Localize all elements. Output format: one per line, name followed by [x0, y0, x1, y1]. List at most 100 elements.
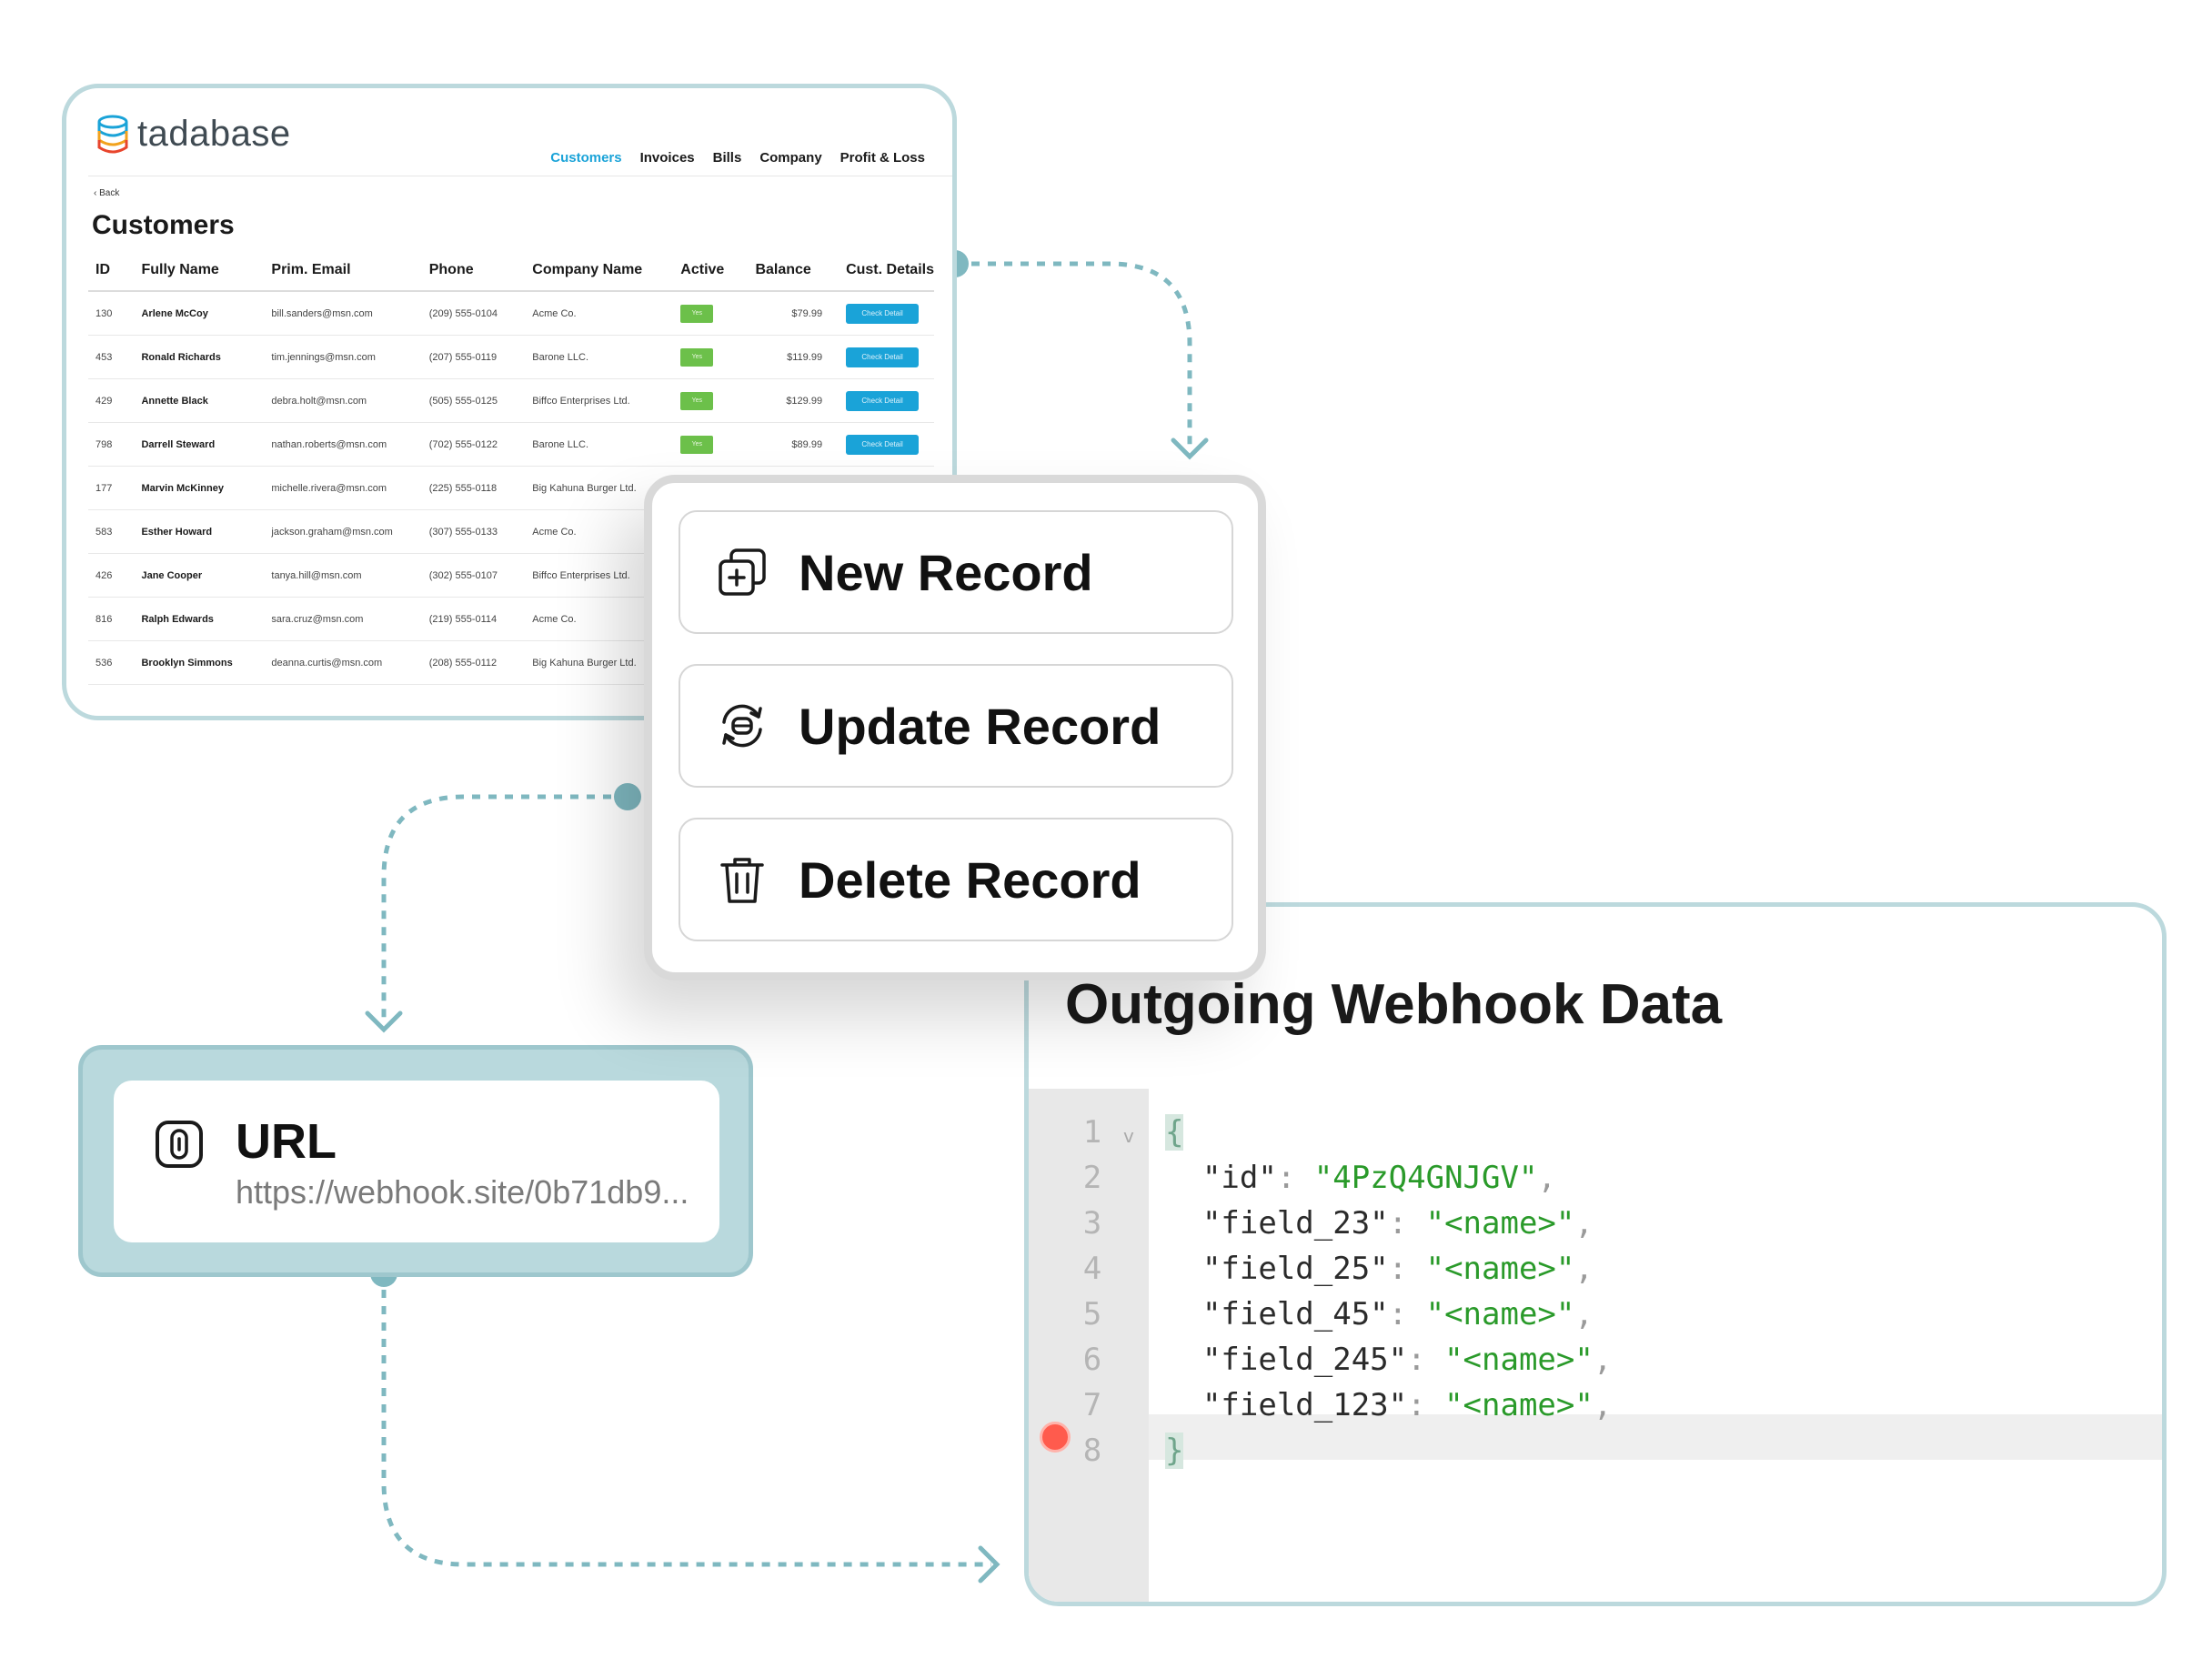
id-cell: 798	[88, 422, 135, 467]
json-value: "<name>"	[1425, 1205, 1575, 1242]
back-link[interactable]: ‹ Back	[94, 188, 119, 198]
column-header[interactable]: Phone	[421, 250, 526, 292]
phone-cell: (207) 555-0119	[421, 335, 526, 379]
refresh-record-icon	[722, 704, 762, 748]
code-line: "field_45": "<name>",	[1165, 1296, 1594, 1332]
code-line: "field_25": "<name>",	[1165, 1251, 1594, 1287]
column-header[interactable]: ID	[88, 250, 135, 292]
name-cell: Darrell Steward	[134, 422, 265, 467]
company-cell: Barone LLC.	[525, 422, 674, 467]
email-cell: nathan.roberts@msn.com	[264, 422, 422, 467]
json-comma: ,	[1574, 1205, 1594, 1242]
details-cell[interactable]: Check Detail	[839, 335, 934, 379]
update-record-label: Update Record	[799, 697, 1161, 755]
email-cell: debra.holt@msn.com	[264, 378, 422, 423]
json-value: "<name>"	[1425, 1251, 1575, 1287]
check-detail-button[interactable]: Check Detail	[846, 303, 920, 324]
name-cell: Ronald Richards	[134, 335, 265, 379]
webhook-link-icon	[156, 1121, 203, 1168]
check-detail-button[interactable]: Check Detail	[846, 434, 920, 455]
json-value: "4PzQ4GNJGV"	[1313, 1160, 1538, 1196]
fold-chevron-icon[interactable]: v	[1123, 1125, 1134, 1147]
id-cell: 453	[88, 335, 135, 379]
phone-cell: (219) 555-0114	[421, 597, 526, 641]
add-copy-icon	[719, 548, 766, 596]
nav-customers[interactable]: Customers	[550, 150, 622, 166]
code-line-open-brace: {	[1165, 1114, 1184, 1151]
record-action-menu: New Record Update Record Delete Record	[644, 475, 1266, 980]
active-badge: Yes	[680, 435, 714, 454]
code-line: "field_245": "<name>",	[1165, 1342, 1612, 1378]
line-number: 5	[1082, 1296, 1102, 1332]
code-line: "field_123": "<name>",	[1165, 1387, 1612, 1423]
tadabase-logo[interactable]: tadabase	[96, 114, 291, 155]
trash-icon	[720, 858, 764, 903]
table-header-row: ID Fully Name Prim. Email Phone Company …	[88, 250, 934, 292]
name-cell: Ralph Edwards	[134, 597, 265, 641]
column-header[interactable]: Balance	[748, 250, 840, 292]
column-header[interactable]: Company Name	[525, 250, 674, 292]
line-number: 4	[1082, 1251, 1102, 1287]
active-cell: Yes	[673, 335, 749, 379]
phone-cell: (209) 555-0104	[421, 291, 526, 336]
details-cell[interactable]: Check Detail	[839, 422, 934, 467]
error-marker-icon[interactable]	[1040, 1422, 1071, 1453]
new-record-button[interactable]: New Record	[679, 510, 1233, 634]
json-comma: ,	[1593, 1387, 1613, 1423]
email-cell: sara.cruz@msn.com	[264, 597, 422, 641]
column-header[interactable]: Fully Name	[134, 250, 265, 292]
column-header[interactable]: Active	[673, 250, 749, 292]
json-colon: :	[1388, 1296, 1426, 1332]
balance-cell: $89.99	[748, 422, 840, 467]
email-cell: bill.sanders@msn.com	[264, 291, 422, 336]
company-cell: Acme Co.	[525, 291, 674, 336]
url-value: https://webhook.site/0b71db9...	[236, 1173, 689, 1211]
email-cell: tim.jennings@msn.com	[264, 335, 422, 379]
page-title: Customers	[92, 210, 235, 240]
nav-profit-loss[interactable]: Profit & Loss	[840, 150, 925, 166]
json-key: "field_25"	[1202, 1251, 1389, 1287]
json-value: "<name>"	[1444, 1387, 1594, 1423]
active-badge: Yes	[680, 347, 714, 367]
details-cell[interactable]: Check Detail	[839, 291, 934, 336]
column-header[interactable]: Prim. Email	[264, 250, 422, 292]
nav-invoices[interactable]: Invoices	[639, 150, 695, 166]
code-line-close-brace: }	[1165, 1433, 1184, 1469]
url-node[interactable]: URL https://webhook.site/0b71db9...	[78, 1045, 753, 1277]
email-cell: jackson.graham@msn.com	[264, 509, 422, 554]
active-cell: Yes	[673, 291, 749, 336]
phone-cell: (208) 555-0112	[421, 640, 526, 685]
json-value: "<name>"	[1444, 1342, 1594, 1378]
active-line-highlight	[1149, 1414, 2162, 1460]
name-cell: Brooklyn Simmons	[134, 640, 265, 685]
code-gutter	[1029, 1089, 1149, 1602]
customers-table: ID Fully Name Prim. Email Phone Company …	[88, 250, 934, 685]
company-cell: Barone LLC.	[525, 335, 674, 379]
update-record-button[interactable]: Update Record	[679, 664, 1233, 788]
line-number: 3	[1082, 1205, 1102, 1242]
line-number: 8	[1082, 1433, 1102, 1469]
json-colon: :	[1407, 1387, 1445, 1423]
json-key: "field_123"	[1202, 1387, 1408, 1423]
check-detail-button[interactable]: Check Detail	[846, 390, 920, 411]
arrow-head-down-menu	[1171, 437, 1209, 460]
delete-record-button[interactable]: Delete Record	[679, 818, 1233, 941]
nav-company[interactable]: Company	[759, 150, 822, 166]
nav-bills[interactable]: Bills	[712, 150, 742, 166]
check-detail-button[interactable]: Check Detail	[846, 347, 920, 367]
id-cell: 536	[88, 640, 135, 685]
line-number: 6	[1082, 1342, 1102, 1378]
json-colon: :	[1407, 1342, 1445, 1378]
phone-cell: (505) 555-0125	[421, 378, 526, 423]
balance-cell: $129.99	[748, 378, 840, 423]
json-colon: :	[1388, 1205, 1426, 1242]
name-cell: Annette Black	[134, 378, 265, 423]
column-header[interactable]: Cust. Details	[839, 250, 934, 292]
details-cell[interactable]: Check Detail	[839, 378, 934, 423]
json-key: "field_23"	[1202, 1205, 1389, 1242]
